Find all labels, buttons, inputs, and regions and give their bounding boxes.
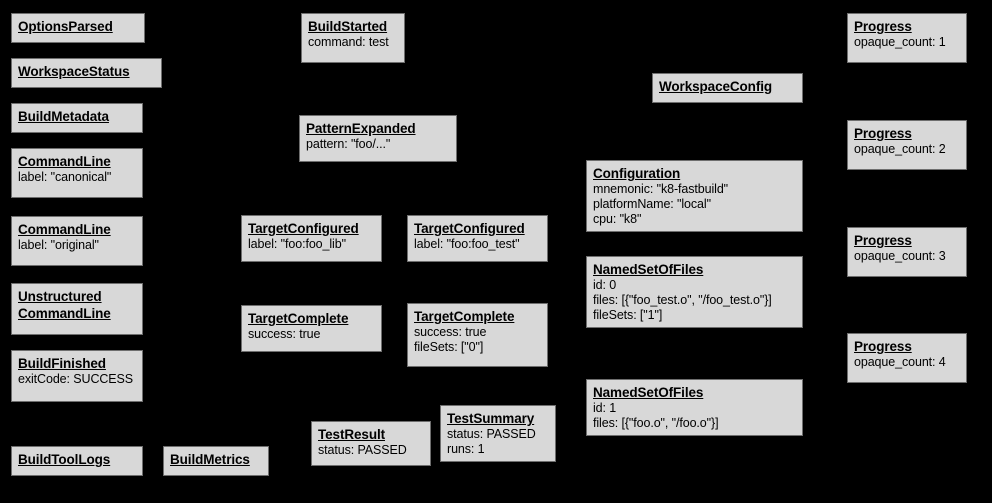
event-node-fields: opaque_count: 2 (854, 142, 946, 156)
event-node-title: Unstructured CommandLine (18, 289, 111, 321)
event-node-fields: id: 1 files: [{"foo.o", "/foo.o"}] (593, 401, 719, 430)
event-node-title: BuildMetadata (18, 109, 109, 124)
event-node-title: CommandLine (18, 222, 111, 237)
event-node-fields: id: 0 files: [{"foo_test.o", "/foo_test.… (593, 278, 772, 322)
event-node-title: Progress (854, 233, 912, 248)
event-node-title: TestSummary (447, 411, 535, 426)
event-node-title: NamedSetOfFiles (593, 385, 704, 400)
event-node-title: BuildStarted (308, 19, 388, 34)
event-node-title: NamedSetOfFiles (593, 262, 704, 277)
event-node-title: Progress (854, 126, 912, 141)
event-node-title: OptionsParsed (18, 19, 113, 34)
event-node-fields: label: "canonical" (18, 170, 112, 184)
event-node-fields: exitCode: SUCCESS (18, 372, 134, 386)
event-node-title: TargetConfigured (248, 221, 359, 236)
event-node-title: BuildMetrics (170, 452, 250, 467)
event-node-title: PatternExpanded (306, 121, 416, 136)
event-node-fields: success: true (248, 327, 321, 341)
event-node-title: WorkspaceConfig (659, 79, 773, 94)
event-node-fields: opaque_count: 1 (854, 35, 946, 49)
event-node-fields: label: "foo:foo_lib" (248, 237, 346, 251)
event-node-title: TargetComplete (414, 309, 515, 324)
event-node-title: Progress (854, 339, 912, 354)
event-node-title: Configuration (593, 166, 681, 181)
event-node-title: BuildFinished (18, 356, 106, 371)
event-node-fields: status: PASSED runs: 1 (447, 427, 536, 456)
event-node-workspace-status[interactable]: WorkspaceStatus (11, 58, 162, 88)
event-node-workspace-config[interactable]: WorkspaceConfig (652, 73, 803, 103)
event-node-fields: command: test (308, 35, 389, 49)
event-node-title: TestResult (318, 427, 386, 442)
event-node-build-tool-logs[interactable]: BuildToolLogs (11, 446, 143, 476)
event-node-unstructured-cmdline[interactable]: Unstructured CommandLine (11, 283, 143, 335)
event-node-title: TargetConfigured (414, 221, 525, 236)
event-node-fields: success: true fileSets: ["0"] (414, 325, 487, 354)
event-node-title: CommandLine (18, 154, 111, 169)
event-node-build-metadata[interactable]: BuildMetadata (11, 103, 143, 133)
event-node-title: Progress (854, 19, 912, 34)
event-node-fields: status: PASSED (318, 443, 407, 457)
event-node-build-metrics[interactable]: BuildMetrics (163, 446, 269, 476)
event-node-title: TargetComplete (248, 311, 349, 326)
event-node-options-parsed[interactable]: OptionsParsed (11, 13, 145, 43)
event-node-fields: opaque_count: 4 (854, 355, 946, 369)
event-node-fields: label: "original" (18, 238, 99, 252)
event-node-fields: pattern: "foo/..." (306, 137, 391, 151)
event-node-fields: opaque_count: 3 (854, 249, 946, 263)
event-node-fields: label: "foo:foo_test" (414, 237, 520, 251)
event-node-fields: mnemonic: "k8-fastbuild" platformName: "… (593, 182, 729, 226)
event-node-title: WorkspaceStatus (18, 64, 130, 79)
event-node-title: BuildToolLogs (18, 452, 111, 467)
